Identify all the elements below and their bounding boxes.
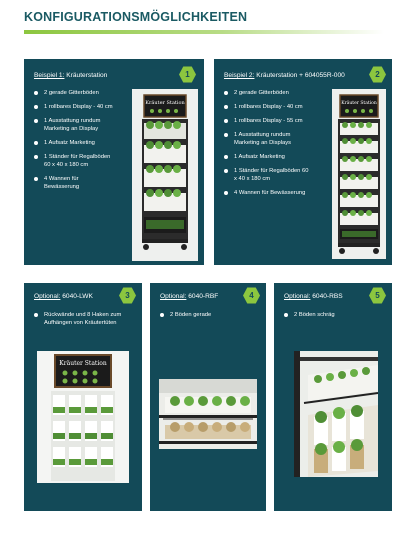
- card-name: 6040-RBF: [188, 293, 219, 300]
- number-badge: 1: [179, 66, 196, 83]
- feature-list: 2 gerade Gitterböden 1 rollbares Display…: [34, 89, 114, 191]
- product-photo-1: Kräuter Station: [132, 89, 198, 261]
- feature-item: 1 Ständer für Regalböden 60 x 40 x 180 c…: [34, 153, 114, 169]
- card-label: Beispiel 1:: [34, 72, 65, 79]
- card-title: Beispiel 1: Kräuterstation: [34, 72, 107, 79]
- card-title: Beispiel 2: Kräuterstation + 604055R-000: [224, 72, 345, 79]
- number-badge: 3: [119, 287, 136, 304]
- sign-text: Kräuter Station: [341, 100, 377, 106]
- card-label: Optional:: [160, 293, 187, 300]
- number-badge: 2: [369, 66, 386, 83]
- feature-list: Rückwände und 8 Haken zum Aufhängen von …: [34, 311, 126, 327]
- product-photo-4: [159, 379, 257, 449]
- feature-list: 2 Böden schräg: [284, 311, 376, 319]
- feature-item: 1 rollbares Display - 40 cm: [224, 103, 312, 111]
- feature-item: 1 Aufsatz Marketing: [224, 153, 312, 161]
- product-photo-5: [294, 351, 378, 477]
- sign-text: Kräuter Station: [59, 360, 107, 367]
- card-title: Optional: 6040-LWK: [34, 293, 93, 300]
- card-name: Kräuterstation: [66, 72, 108, 79]
- card-name: Kräuterstation + 604055R-000: [256, 72, 345, 79]
- product-photo-3: Kräuter Station: [37, 351, 129, 483]
- feature-item: 1 rollbares Display - 55 cm: [224, 117, 312, 125]
- feature-item: 2 Böden gerade: [160, 311, 252, 319]
- feature-list: 2 Böden gerade: [160, 311, 252, 319]
- feature-item: 2 Böden schräg: [284, 311, 376, 319]
- card-label: Optional:: [34, 293, 61, 300]
- number-badge: 5: [369, 287, 386, 304]
- card-name: 6040-LWK: [62, 293, 93, 300]
- card-label: Beispiel 2:: [224, 72, 255, 79]
- card-label: Optional:: [284, 293, 311, 300]
- card-title: Optional: 6040-RBF: [160, 293, 218, 300]
- card-name: 6040-RBS: [312, 293, 343, 300]
- config-card-4: Optional: 6040-RBF 4 2 Böden gerade: [150, 283, 266, 511]
- feature-item: 1 Ausstattung rundum Marketing an Displa…: [224, 131, 312, 147]
- sign-text: Kräuter Station: [145, 100, 185, 106]
- feature-item: 1 Aufsatz Marketing: [34, 139, 114, 147]
- feature-list: 2 gerade Gitterböden 1 rollbares Display…: [224, 89, 312, 197]
- feature-item: 2 gerade Gitterböden: [224, 89, 312, 97]
- feature-item: 1 rollbares Display - 40 cm: [34, 103, 114, 111]
- feature-item: 1 Ständer für Regalböden 60 x 40 x 180 c…: [224, 167, 312, 183]
- feature-item: Rückwände und 8 Haken zum Aufhängen von …: [34, 311, 126, 327]
- config-card-5: Optional: 6040-RBS 5 2 Böden schräg: [274, 283, 392, 511]
- title-underline: [24, 30, 384, 34]
- config-card-2: Beispiel 2: Kräuterstation + 604055R-000…: [214, 59, 392, 265]
- product-photo-2: Kräuter Station: [332, 89, 386, 259]
- feature-item: 2 gerade Gitterböden: [34, 89, 114, 97]
- number-badge: 4: [243, 287, 260, 304]
- feature-item: 1 Ausstattung rundum Marketing an Displa…: [34, 117, 114, 133]
- card-title: Optional: 6040-RBS: [284, 293, 343, 300]
- feature-item: 4 Wannen für Bewässerung: [224, 189, 312, 197]
- feature-item: 4 Wannen für Bewässerung: [34, 175, 114, 191]
- config-card-1: Beispiel 1: Kräuterstation 1 2 gerade Gi…: [24, 59, 204, 265]
- page-title: KONFIGURATIONSMÖGLICHKEITEN: [24, 10, 248, 24]
- config-card-3: Optional: 6040-LWK 3 Rückwände und 8 Hak…: [24, 283, 142, 511]
